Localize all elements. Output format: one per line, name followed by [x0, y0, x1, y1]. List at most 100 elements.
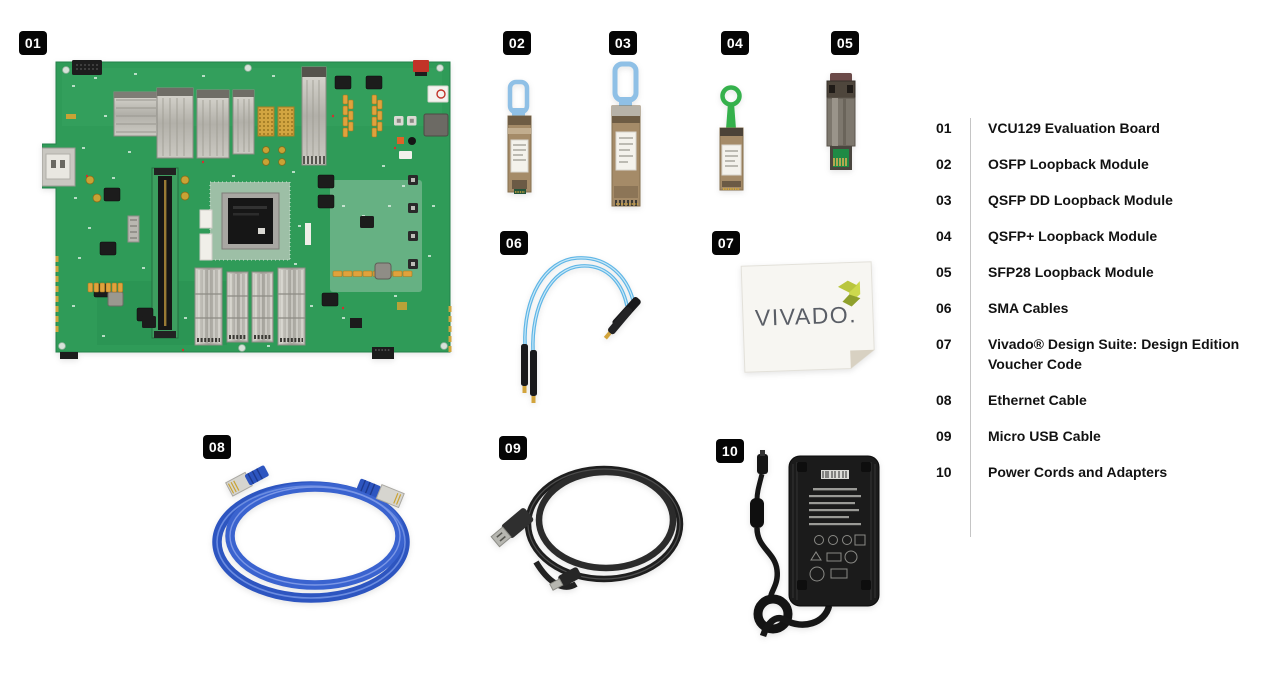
- led-dots: [86, 114, 396, 352]
- tag-number: 03: [614, 35, 632, 51]
- sma-cables-photo: [521, 256, 641, 403]
- tag-number: 07: [717, 235, 735, 251]
- item-tag-04: 04: [721, 31, 749, 55]
- module-body: [611, 105, 641, 207]
- cable-coil: [524, 465, 684, 590]
- right-components: [55, 174, 452, 359]
- legend-number: 06: [936, 300, 952, 316]
- legend-label: Ethernet Cable: [988, 392, 1087, 408]
- legend-label: VCU129 Evaluation Board: [988, 120, 1160, 136]
- power-cord: [750, 450, 833, 638]
- legend-number: 01: [936, 120, 952, 136]
- vivado-wordmark: VIVADO.: [755, 301, 858, 331]
- item-tag-06: 06: [500, 231, 528, 255]
- item-tag-10: 10: [716, 439, 744, 463]
- adapter-brick: [788, 455, 880, 607]
- sfp28-loopback-module-photo: [826, 73, 856, 170]
- rj45-connector-left: [225, 465, 269, 497]
- legend-row-05: 05 SFP28 Loopback Module: [936, 262, 1266, 282]
- cable-coil: [212, 481, 410, 603]
- certification-marks: [809, 534, 866, 582]
- voucher-card: [740, 261, 875, 373]
- module-body: [507, 115, 532, 194]
- qsfp-cages-top: [156, 87, 255, 159]
- legend-list: 01 VCU129 Evaluation Board 02 OSFP Loopbac…: [936, 118, 1266, 498]
- legend-label: SFP28 Loopback Module: [988, 264, 1154, 280]
- edge-connector: [830, 146, 852, 170]
- legend-label: SMA Cables: [988, 300, 1069, 316]
- legend-row-06: 06 SMA Cables: [936, 298, 1266, 318]
- tag-number: 09: [504, 440, 522, 456]
- legend-row-04: 04 QSFP+ Loopback Module: [936, 226, 1266, 246]
- top-right-components: [334, 60, 449, 159]
- legend-row-01: 01 VCU129 Evaluation Board: [936, 118, 1266, 138]
- item-tag-02: 02: [503, 31, 531, 55]
- legend-label: Micro USB Cable: [988, 428, 1101, 444]
- legend-row-02: 02 OSFP Loopback Module: [936, 154, 1266, 174]
- item-tag-09: 09: [499, 436, 527, 460]
- pull-tab: [612, 61, 639, 107]
- item-tag-07: 07: [712, 231, 740, 255]
- pull-tab: [507, 79, 530, 117]
- module-body: [826, 73, 856, 147]
- folded-corner: [850, 349, 875, 369]
- dimm-slot: [85, 167, 213, 339]
- tag-number: 08: [208, 439, 226, 455]
- legend-row-09: 09 Micro USB Cable: [936, 426, 1266, 446]
- label-text-lines: [809, 488, 861, 526]
- fmc-connector: [113, 91, 159, 137]
- power-adapter-photo: [750, 450, 880, 638]
- legend-divider: [970, 118, 971, 537]
- osfp-cage: [301, 66, 327, 166]
- legend-row-08: 08 Ethernet Cable: [936, 390, 1266, 410]
- legend-number: 05: [936, 264, 952, 280]
- vivado-pinwheel-logo-icon: [837, 280, 861, 307]
- item-tag-01: 01: [19, 31, 47, 55]
- legend-label: QSFP+ Loopback Module: [988, 228, 1158, 244]
- tag-number: 10: [721, 443, 739, 459]
- sma-connectors: [521, 296, 641, 403]
- legend-number: 09: [936, 428, 952, 444]
- cable-pair: [523, 256, 635, 353]
- tag-number: 04: [726, 35, 744, 51]
- tag-number: 05: [836, 35, 854, 51]
- legend-row-10: 10 Power Cords and Adapters: [936, 462, 1266, 482]
- legend-label: OSFP Loopback Module: [988, 156, 1149, 172]
- fpga-chip: [209, 181, 311, 261]
- tag-number: 02: [508, 35, 526, 51]
- item-tag-03: 03: [609, 31, 637, 55]
- micro-usb-cable-photo: [490, 465, 684, 591]
- legend-label: QSFP DD Loopback Module: [988, 192, 1173, 208]
- legend-row-03: 03 QSFP DD Loopback Module: [936, 190, 1266, 210]
- micro-usb-connector: [549, 567, 582, 591]
- legend-number: 08: [936, 392, 952, 408]
- ethernet-cable-photo: [212, 465, 410, 603]
- legend-number: 04: [936, 228, 952, 244]
- legend-label: Vivado® Design Suite: Design Edition Vou…: [988, 336, 1240, 372]
- vivado-voucher-photo: VIVADO.: [740, 261, 875, 373]
- legend-number: 07: [936, 336, 952, 352]
- gold-pad-connectors: [257, 106, 295, 166]
- evaluation-board-photo: [42, 60, 452, 359]
- osfp-loopback-module-photo: [507, 79, 532, 194]
- qsfp-plus-loopback-module-photo: [719, 85, 744, 191]
- rj45-connector-right: [356, 478, 405, 509]
- item-tag-05: 05: [831, 31, 859, 55]
- qsfp-dd-loopback-module-photo: [611, 61, 641, 207]
- tag-number: 06: [505, 235, 523, 251]
- qsfp-cages-bottom: [194, 267, 306, 346]
- item-tag-08: 08: [203, 435, 231, 459]
- pin-header: [72, 60, 102, 75]
- ethernet-port: [42, 147, 76, 187]
- left-components-2: [60, 114, 156, 359]
- tag-number: 01: [24, 35, 42, 51]
- legend-number: 03: [936, 192, 952, 208]
- legend-label: Power Cords and Adapters: [988, 464, 1168, 480]
- screw-holes: [58, 64, 448, 352]
- module-body: [719, 127, 744, 191]
- usb-a-connector: [490, 508, 534, 548]
- legend-number: 10: [936, 464, 952, 480]
- pull-ring: [720, 85, 742, 129]
- legend-number: 02: [936, 156, 952, 172]
